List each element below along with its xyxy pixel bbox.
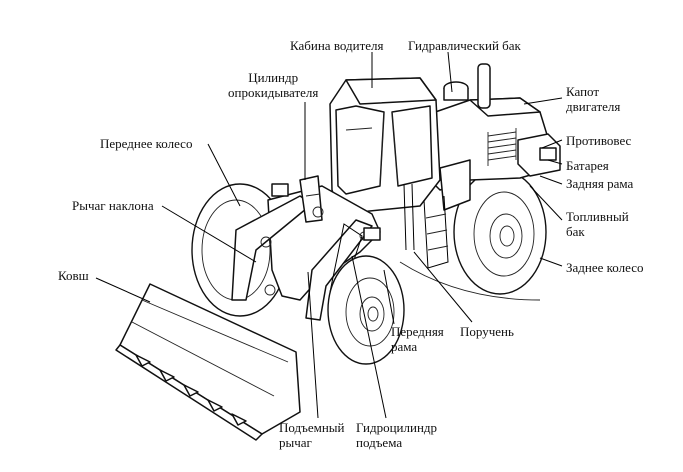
label-lift-arm-line2: рычаг <box>279 435 312 450</box>
front-frame-drawing <box>231 175 381 321</box>
label-counterweight: Противовес <box>566 133 632 148</box>
label-engine-hood-line2: двигателя <box>566 99 621 114</box>
label-rear-wheel: Заднее колесо <box>566 260 644 275</box>
label-fuel-tank-line2: бак <box>566 224 585 239</box>
label-fuel-tank-line1: Топливный <box>566 209 629 224</box>
label-hydraulic-tank: Гидравлический бак <box>408 38 521 53</box>
front-wheel-right-drawing <box>327 255 405 365</box>
label-tilt-cylinder: Цилиндр опрокидывателя <box>228 70 318 100</box>
label-front-frame-line1: Передняя <box>391 324 444 339</box>
label-bucket: Ковш <box>58 268 89 283</box>
label-handrail: Поручень <box>460 324 514 339</box>
bucket-drawing <box>115 283 301 441</box>
label-lift-arm: Подъемный рычаг <box>279 420 345 450</box>
label-tilt-cylinder-line2: опрокидывателя <box>228 85 319 100</box>
label-lift-cylinder: Гидроцилиндр подъема <box>356 420 437 450</box>
label-front-frame-line2: рама <box>391 339 418 354</box>
label-lift-arm-line1: Подъемный <box>279 420 345 435</box>
label-tilt-lever: Рычаг наклона <box>72 198 154 213</box>
label-cab: Кабина водителя <box>290 38 384 53</box>
label-tilt-cylinder-line1: Цилиндр <box>248 70 299 85</box>
label-lift-cylinder-line1: Гидроцилиндр <box>356 420 438 435</box>
label-rear-frame: Задняя рама <box>566 176 634 191</box>
label-engine-hood-line1: Капот <box>566 84 600 99</box>
leader-lines <box>95 51 563 419</box>
label-fuel-tank: Топливный бак <box>566 209 629 239</box>
label-battery: Батарея <box>566 158 609 173</box>
label-lift-cylinder-line2: подъема <box>356 435 403 450</box>
label-front-wheel: Переднее колесо <box>100 136 193 151</box>
label-front-frame: Передняя рама <box>391 324 444 354</box>
label-engine-hood: Капот двигателя <box>566 84 620 114</box>
